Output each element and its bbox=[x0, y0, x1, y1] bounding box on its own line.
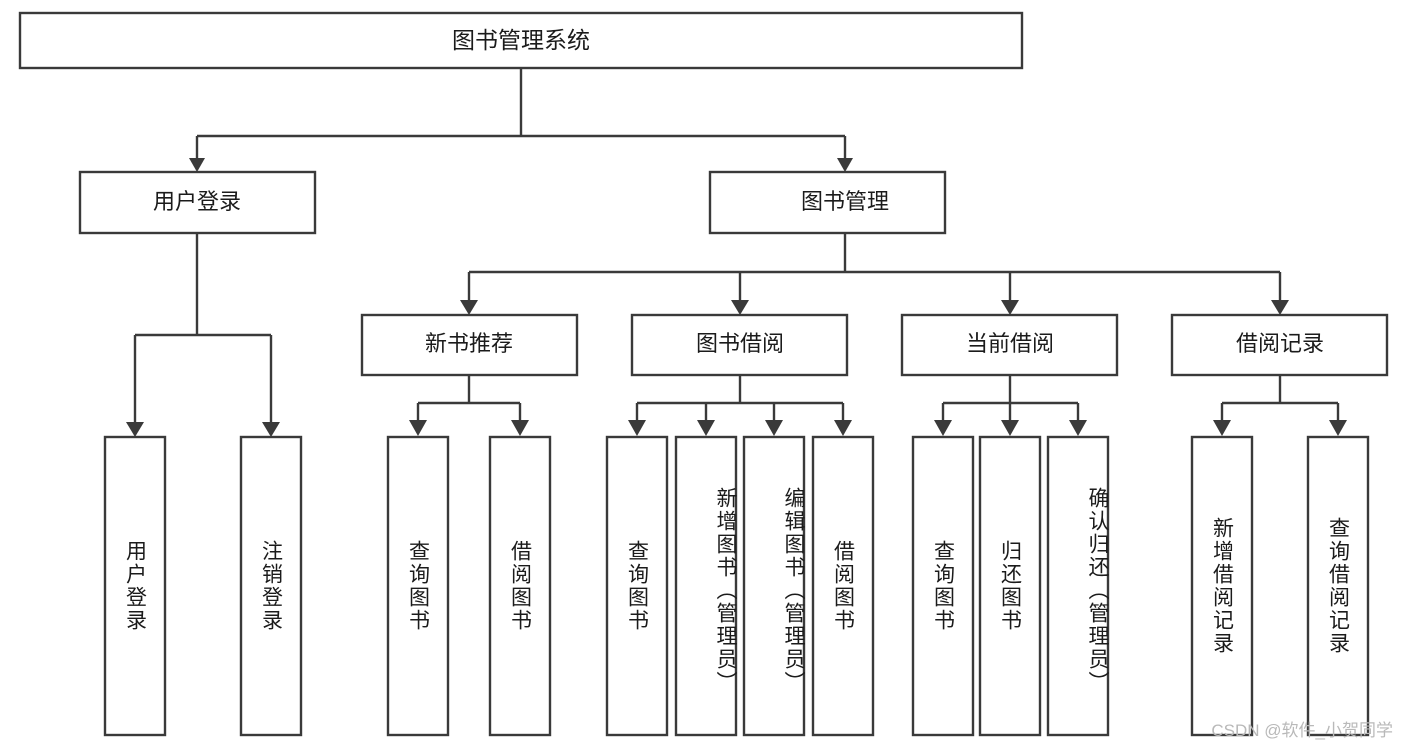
leaf-box-user-login[interactable] bbox=[103, 435, 167, 737]
node-current-borrow-label: 当前借阅 bbox=[966, 331, 1054, 356]
node-book-borrow-label: 图书借阅 bbox=[696, 331, 784, 356]
leaf-box-logout[interactable] bbox=[239, 435, 303, 737]
node-root-book-management-system[interactable] bbox=[18, 11, 1024, 70]
leaf-box-add-book-admin[interactable] bbox=[674, 435, 738, 737]
node-user-login-label: 用户登录 bbox=[153, 189, 241, 214]
connector-userlogin-to-leaves bbox=[126, 233, 280, 437]
watermark-text: CSDN @软件_小贺同学 bbox=[1211, 721, 1393, 740]
node-root-label: 图书管理系统 bbox=[452, 27, 590, 53]
node-borrow-record[interactable] bbox=[1170, 313, 1389, 377]
node-borrow-record-label: 借阅记录 bbox=[1236, 331, 1324, 356]
node-new-book-recommend-label: 新书推荐 bbox=[425, 331, 513, 356]
leaf-box-edit-book-admin[interactable] bbox=[742, 435, 806, 737]
leaf-box-borrow-book-recommend[interactable] bbox=[488, 435, 552, 737]
connector-newbook-to-leaves bbox=[409, 375, 529, 436]
leaf-box-add-borrow-record[interactable] bbox=[1190, 435, 1254, 737]
node-user-login[interactable] bbox=[78, 170, 317, 235]
connector-bookborrow-to-leaves bbox=[628, 375, 852, 436]
leaf-box-borrow-book[interactable] bbox=[811, 435, 875, 737]
leaf-box-confirm-return-admin[interactable] bbox=[1046, 435, 1110, 737]
node-book-management-label: 图书管理 bbox=[801, 189, 889, 214]
connector-borrowrecord-to-leaves bbox=[1213, 375, 1347, 436]
node-book-borrow[interactable] bbox=[630, 313, 849, 377]
connector-root-to-level2 bbox=[189, 68, 853, 172]
node-current-borrow[interactable] bbox=[900, 313, 1119, 377]
leaf-box-query-book-current[interactable] bbox=[911, 435, 975, 737]
node-new-book-recommend[interactable] bbox=[360, 313, 579, 377]
leaf-box-return-book[interactable] bbox=[978, 435, 1042, 737]
connector-currentborrow-to-leaves bbox=[934, 375, 1087, 436]
leaf-box-query-borrow-record[interactable] bbox=[1306, 435, 1370, 737]
leaf-box-query-book-recommend[interactable] bbox=[386, 435, 450, 737]
node-book-management[interactable] bbox=[708, 170, 947, 235]
leaf-box-query-book-borrow[interactable] bbox=[605, 435, 669, 737]
connector-bookmgmt-to-level3 bbox=[460, 233, 1289, 315]
